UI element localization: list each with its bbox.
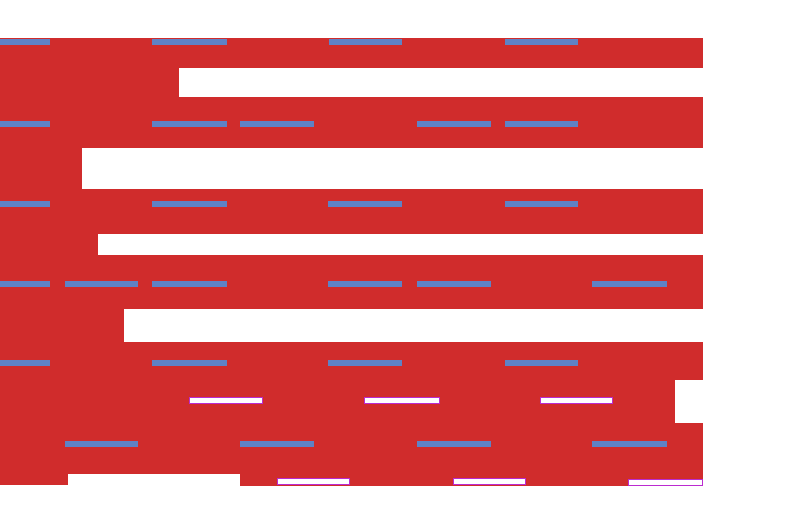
blue-bar: [240, 441, 314, 447]
blue-bar: [152, 281, 227, 287]
magenta-outlined-bar: [189, 397, 263, 404]
magenta-outlined-bar: [364, 397, 440, 404]
blue-bar: [0, 281, 50, 287]
blue-bar: [0, 39, 50, 45]
blue-bar: [592, 441, 667, 447]
red-block: [0, 97, 703, 148]
blue-bar: [417, 281, 491, 287]
blue-bar: [65, 441, 138, 447]
blue-bar: [328, 360, 402, 366]
red-block: [0, 309, 124, 342]
blue-bar: [152, 39, 227, 45]
red-block: [0, 423, 703, 474]
blue-bar: [328, 281, 402, 287]
magenta-outlined-bar: [453, 478, 526, 485]
blue-bar: [152, 201, 227, 207]
blue-bar: [505, 121, 578, 127]
magenta-outlined-bar: [540, 397, 613, 404]
blue-bar: [417, 441, 491, 447]
red-block: [0, 148, 82, 189]
magenta-outlined-bar: [628, 479, 703, 486]
red-block: [0, 234, 98, 255]
blue-bar: [0, 201, 50, 207]
red-block: [0, 474, 68, 485]
blue-bar: [592, 281, 667, 287]
blue-bar: [505, 39, 578, 45]
blue-bar: [0, 360, 50, 366]
blue-bar: [417, 121, 491, 127]
blue-bar: [505, 201, 578, 207]
blue-bar: [152, 360, 227, 366]
blue-bar: [152, 121, 227, 127]
red-block: [0, 189, 703, 234]
blue-bar: [505, 360, 578, 366]
magenta-outlined-bar: [277, 478, 350, 485]
red-block: [0, 68, 179, 97]
blue-bar: [329, 39, 402, 45]
blue-bar: [65, 281, 138, 287]
blue-bar: [240, 121, 314, 127]
blue-bar: [0, 121, 50, 127]
blue-bar: [328, 201, 402, 207]
